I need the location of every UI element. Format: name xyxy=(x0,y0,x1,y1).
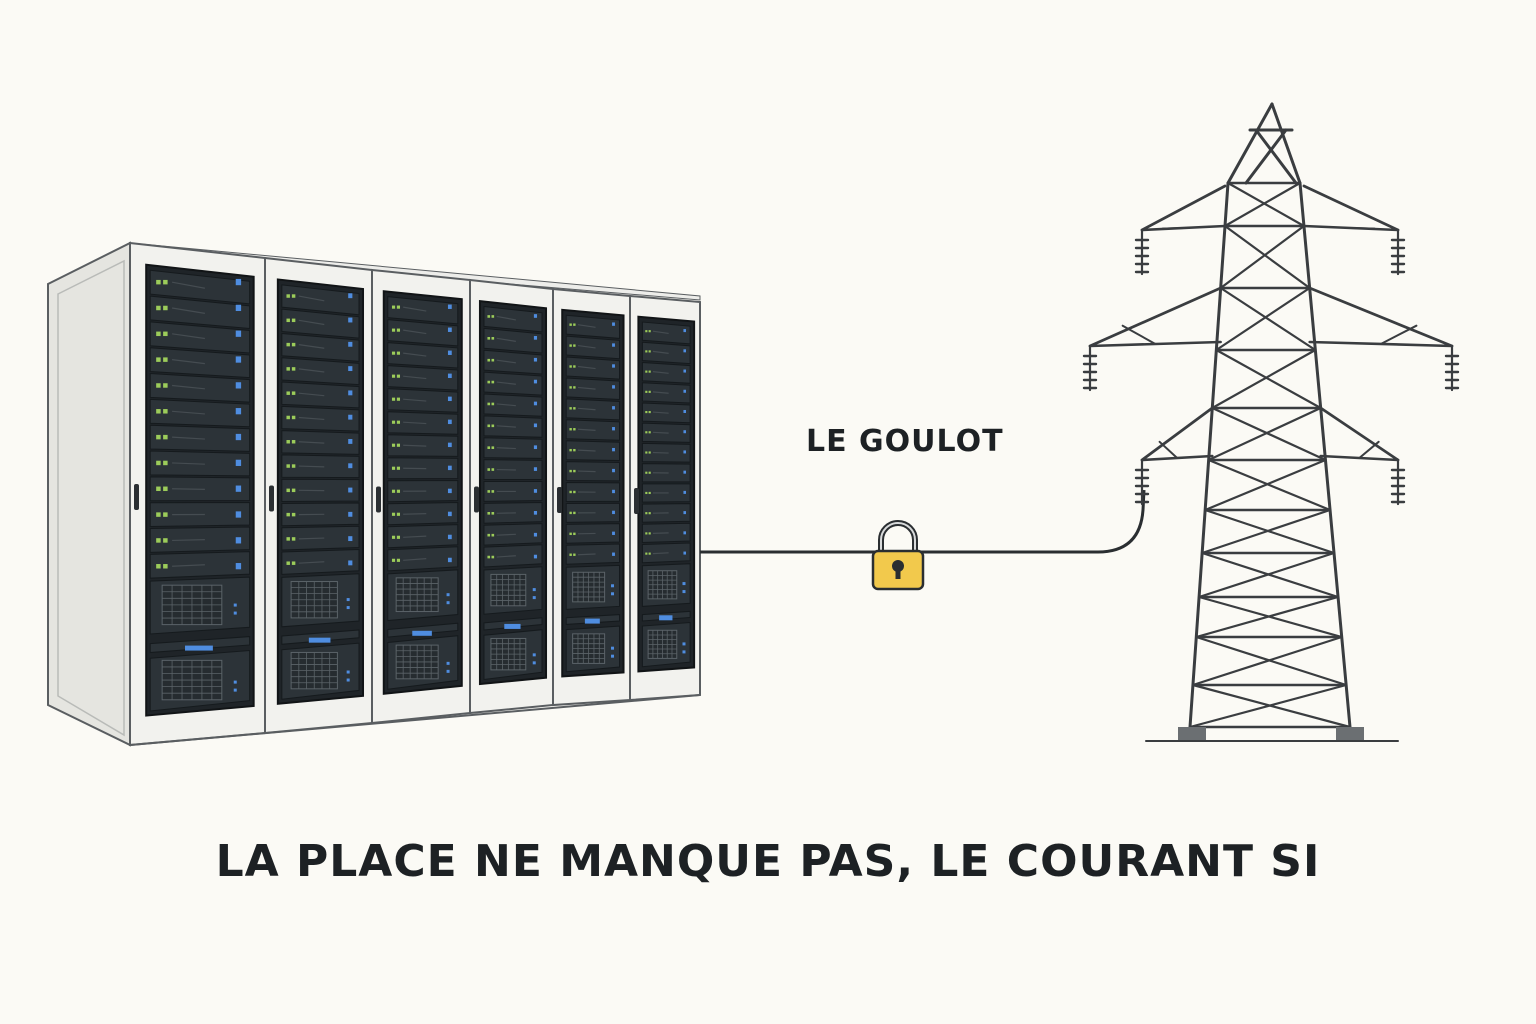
server-rack xyxy=(469,278,554,715)
bottleneck-label: LE GOULOT xyxy=(806,424,1004,459)
server-rack xyxy=(264,256,373,735)
server-rack xyxy=(629,294,701,702)
caption: LA PLACE NE MANQUE PAS, LE COURANT SI xyxy=(215,836,1321,887)
server-rack xyxy=(371,268,471,725)
power-cable xyxy=(700,489,1146,554)
transmission-tower-icon xyxy=(1082,102,1460,742)
server-racks xyxy=(47,241,701,747)
padlock-icon xyxy=(871,520,925,591)
server-rack xyxy=(129,241,266,747)
server-rack xyxy=(552,287,631,707)
